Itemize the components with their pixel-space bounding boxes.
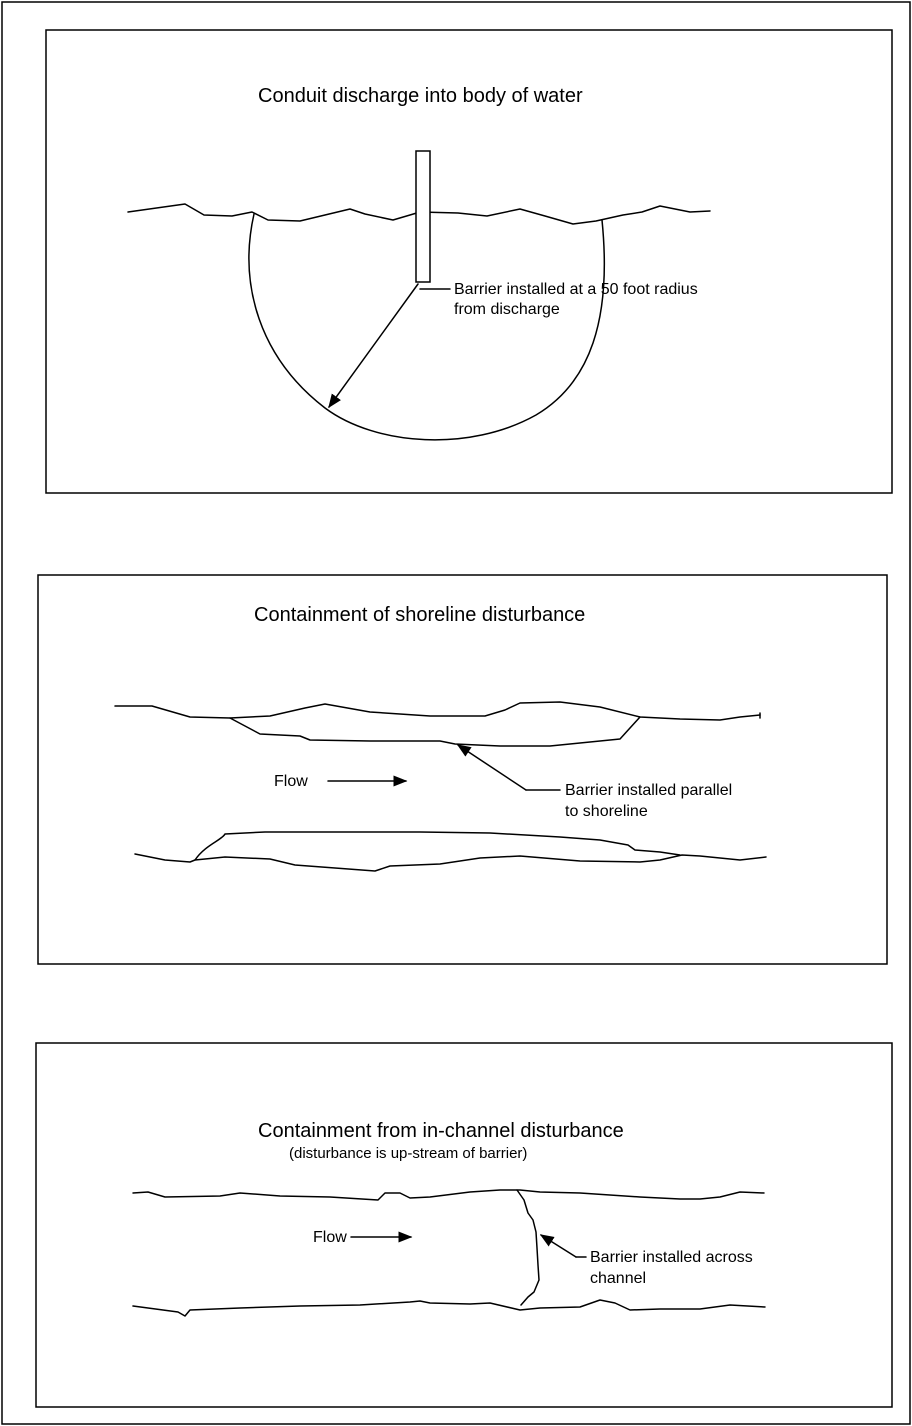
- flow-label: Flow: [313, 1229, 347, 1246]
- panel-conduit-discharge: Conduit discharge into body of water Bar…: [45, 29, 893, 494]
- barrier-label-line1: Barrier installed parallel: [565, 782, 732, 799]
- panel-frame: [35, 1042, 893, 1408]
- barrier-label-line2: to shoreline: [565, 803, 648, 820]
- shoreline: [127, 203, 711, 225]
- panel-subtitle: (disturbance is up-stream of barrier): [289, 1145, 527, 1162]
- barrier-label-line2: from discharge: [454, 301, 560, 318]
- top-bank: [132, 1189, 765, 1201]
- panel-frame: [37, 574, 888, 965]
- conduit-pipe: [415, 150, 431, 283]
- bottom-bank: [132, 1299, 766, 1317]
- radius-arrow: [328, 283, 419, 409]
- panel-in-channel-disturbance: Containment from in-channel disturbance …: [35, 1042, 893, 1408]
- barrier-arrow: [456, 744, 527, 791]
- barrier-label-line2: channel: [590, 1270, 646, 1287]
- panel-frame: [45, 29, 893, 494]
- lower-parallel-barrier: [194, 831, 681, 861]
- panel-title: Containment from in-channel disturbance: [258, 1120, 624, 1142]
- barrier-label-line1: Barrier installed at a 50 foot radius: [454, 281, 698, 298]
- panel-title: Conduit discharge into body of water: [258, 85, 583, 107]
- panel-shoreline-disturbance: Containment of shoreline disturbance Flo…: [37, 574, 888, 965]
- top-shoreline: [114, 701, 761, 721]
- barrier-arrow: [539, 1234, 577, 1258]
- bottom-shoreline: [134, 853, 767, 872]
- across-channel-barrier: [516, 1189, 540, 1306]
- panel-title: Containment of shoreline disturbance: [254, 604, 585, 626]
- upper-parallel-barrier: [229, 716, 641, 747]
- flow-label: Flow: [274, 773, 308, 790]
- barrier-label-line1: Barrier installed across: [590, 1249, 753, 1266]
- radius-barrier: [248, 213, 605, 441]
